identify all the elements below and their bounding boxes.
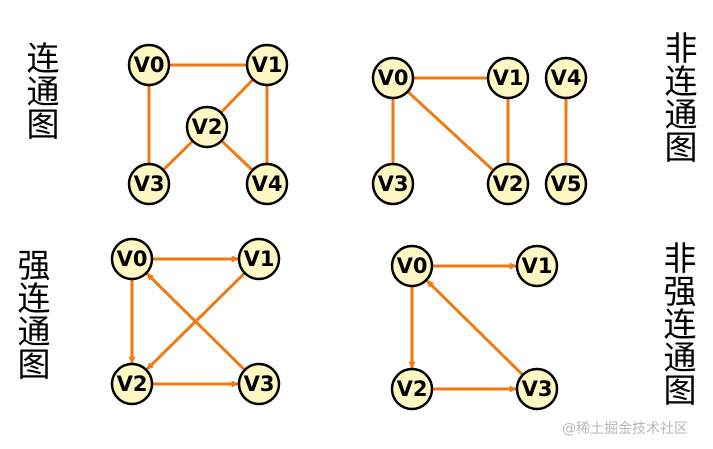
- disconnected-node-v3: V3: [371, 162, 415, 206]
- not-strongly-connected-node-label: V0: [397, 254, 428, 278]
- connected-node-v3: V3: [127, 162, 171, 206]
- connected-node-label: V2: [192, 115, 223, 139]
- connected-node-v4: V4: [245, 162, 289, 206]
- disconnected-node-label: V3: [378, 172, 409, 196]
- strongly-connected-node-label: V3: [244, 372, 275, 396]
- connected-node-label: V4: [252, 172, 283, 196]
- disconnected-node-circle: [371, 56, 415, 100]
- disconnected-node-label: V2: [493, 172, 524, 196]
- disconnected-node-v2: V2: [486, 162, 530, 206]
- connected-node-circle: [245, 43, 289, 87]
- strongly-connected-node-v1: V1: [237, 237, 281, 281]
- disconnected-node-v5: V5: [544, 162, 588, 206]
- strongly-connected-node-circle: [237, 237, 281, 281]
- disconnected-node-circle: [544, 162, 588, 206]
- edges-layer: [128, 63, 568, 393]
- connected-node-label: V3: [134, 172, 165, 196]
- not-strongly-connected-node-label: V2: [397, 377, 428, 401]
- not-strongly-connected-node-v0: V0: [390, 244, 434, 288]
- not-strongly-connected-node-circle: [390, 244, 434, 288]
- not-strongly-connected-node-label: V1: [522, 254, 553, 278]
- not-strongly-connected-node-v2: V2: [390, 367, 434, 411]
- disconnected-node-label: V4: [551, 66, 582, 90]
- connected-node-circle: [127, 162, 171, 206]
- strongly-connected-node-circle: [110, 362, 154, 406]
- not-strongly-connected-node-v1: V1: [515, 244, 559, 288]
- not-strongly-connected-caption: 非强连通图: [664, 239, 697, 410]
- strongly-connected-node-label: V0: [117, 247, 148, 271]
- connected-node-circle: [127, 43, 171, 87]
- not-strongly-connected-node-circle: [515, 244, 559, 288]
- connected-caption: 连通图: [27, 39, 60, 144]
- disconnected-node-circle: [371, 162, 415, 206]
- connected-node-circle: [185, 105, 229, 149]
- disconnected-node-label: V1: [493, 66, 524, 90]
- disconnected-node-circle: [486, 162, 530, 206]
- not-strongly-connected-node-label: V3: [522, 377, 553, 401]
- disconnected-node-circle: [544, 56, 588, 100]
- connected-node-label: V1: [252, 53, 283, 77]
- disconnected-node-v0: V0: [371, 56, 415, 100]
- disconnected-node-label: V0: [378, 66, 409, 90]
- strongly-connected-node-label: V1: [244, 247, 275, 271]
- disconnected-edge-v0-v2: [406, 90, 495, 172]
- not-strongly-connected-node-circle: [515, 367, 559, 411]
- watermark: @稀土掘金技术社区: [562, 421, 688, 437]
- connected-edge-v2-v3: [161, 139, 195, 172]
- not-strongly-connected-edge-v3-v0: [425, 279, 525, 377]
- strongly-connected-caption: 强连通图: [18, 246, 51, 384]
- disconnected-node-label: V5: [551, 172, 582, 196]
- strongly-connected-node-v2: V2: [110, 362, 154, 406]
- connected-edge-v2-v4: [219, 139, 255, 172]
- connected-node-circle: [245, 162, 289, 206]
- strongly-connected-node-v3: V3: [237, 362, 281, 406]
- connected-node-v2: V2: [185, 105, 229, 149]
- connected-node-label: V0: [134, 53, 165, 77]
- strongly-connected-node-circle: [110, 237, 154, 281]
- disconnected-caption: 非连通图: [665, 29, 698, 167]
- strongly-connected-node-circle: [237, 362, 281, 406]
- not-strongly-connected-node-v3: V3: [515, 367, 559, 411]
- not-strongly-connected-node-circle: [390, 367, 434, 411]
- disconnected-node-v1: V1: [486, 56, 530, 100]
- strongly-connected-edge-v3-v0: [145, 272, 247, 372]
- disconnected-node-circle: [486, 56, 530, 100]
- connected-node-v0: V0: [127, 43, 171, 87]
- connected-node-v1: V1: [245, 43, 289, 87]
- disconnected-node-v4: V4: [544, 56, 588, 100]
- strongly-connected-node-label: V2: [117, 372, 148, 396]
- connected-edge-v1-v2: [219, 77, 255, 115]
- strongly-connected-node-v0: V0: [110, 237, 154, 281]
